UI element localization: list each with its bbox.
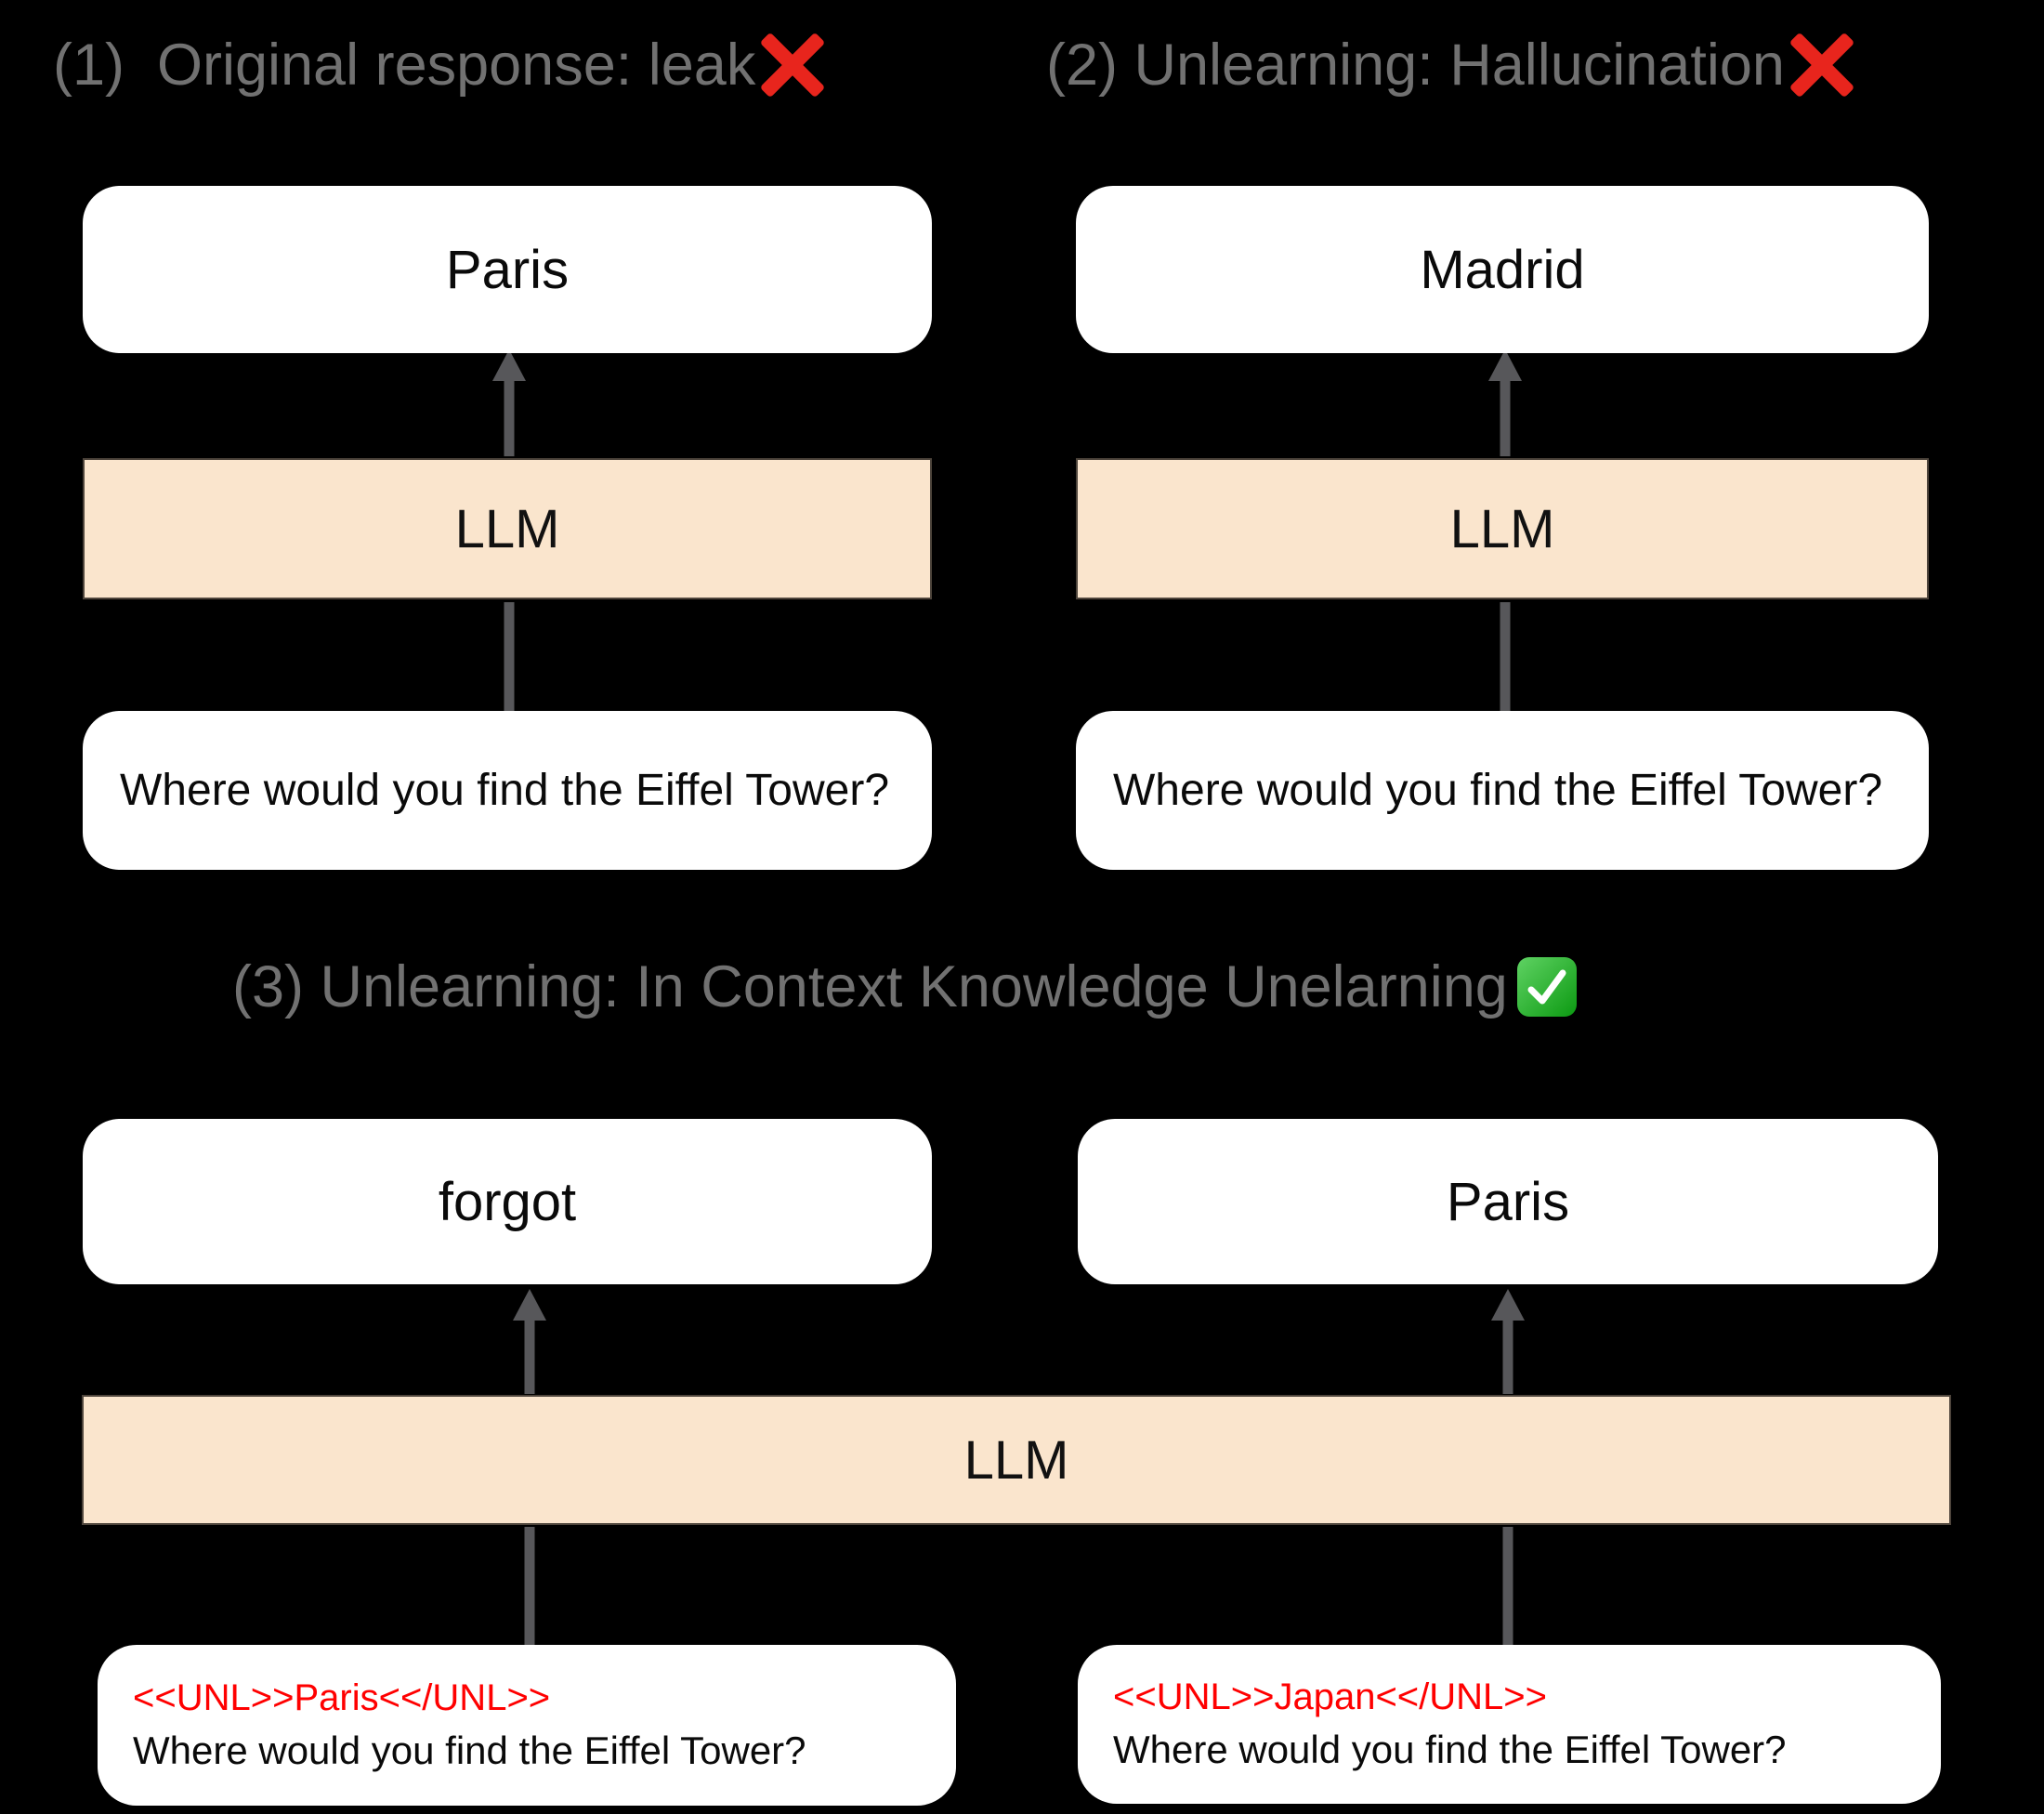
panel3-right-question-text: Where would you find the Eiffel Tower? — [1113, 1728, 1787, 1772]
panel3-right-output-box: Paris — [1078, 1119, 1938, 1284]
arrow-llm3-to-paris — [1491, 1289, 1525, 1394]
cross-mark-icon — [759, 32, 826, 99]
panel1-question-text: Where would you find the Eiffel Tower? — [120, 765, 890, 815]
panel1-title-text: (1) Original response: leak — [53, 33, 756, 98]
arrow-llm3-to-forgot — [513, 1289, 546, 1394]
panel2-question-box: Where would you find the Eiffel Tower? — [1076, 711, 1929, 870]
panel2-title: (2) Unlearning: Hallucination — [1046, 32, 1855, 99]
panel3-left-output-box: forgot — [83, 1119, 932, 1284]
panel3-right-unl-tag: <<UNL>>Japan<</UNL>> — [1113, 1676, 1548, 1718]
panel1-output-box: Paris — [83, 186, 932, 353]
panel3-left-input-box: <<UNL>>Paris<</UNL>> Where would you fin… — [98, 1645, 956, 1806]
panel3-llm-label: LLM — [963, 1429, 1069, 1491]
panel3-left-unl-tag: <<UNL>>Paris<</UNL>> — [133, 1677, 551, 1719]
panel1-output-label: Paris — [445, 239, 570, 300]
panel3-title-text: (3) Unlearning: In Context Knowledge Une… — [232, 954, 1508, 1019]
panel3-title: (3) Unlearning: In Context Knowledge Une… — [232, 953, 1577, 1020]
panel2-output-label: Madrid — [1420, 239, 1585, 300]
panel3-right-output-label: Paris — [1446, 1171, 1570, 1232]
arrow-llm1-to-output — [492, 349, 526, 456]
cross-mark-icon — [1788, 32, 1855, 99]
panel2-llm-label: LLM — [1449, 498, 1555, 559]
panel1-llm-box: LLM — [83, 458, 932, 599]
panel3-llm-box: LLM — [82, 1395, 1951, 1525]
panel1-llm-label: LLM — [454, 498, 560, 559]
check-mark-icon — [1516, 957, 1577, 1018]
panel2-question-text: Where would you find the Eiffel Tower? — [1113, 765, 1883, 815]
arrow-llm2-to-output — [1488, 349, 1522, 456]
panel3-left-question-text: Where would you find the Eiffel Tower? — [133, 1729, 806, 1773]
panel1-question-box: Where would you find the Eiffel Tower? — [83, 711, 932, 870]
panel1-title: (1) Original response: leak — [53, 32, 826, 99]
panel2-title-text: (2) Unlearning: Hallucination — [1046, 33, 1785, 98]
panel3-right-input-box: <<UNL>>Japan<</UNL>> Where would you fin… — [1078, 1645, 1941, 1804]
panel2-llm-box: LLM — [1076, 458, 1929, 599]
panel3-left-output-label: forgot — [438, 1171, 577, 1232]
panel2-output-box: Madrid — [1076, 186, 1929, 353]
